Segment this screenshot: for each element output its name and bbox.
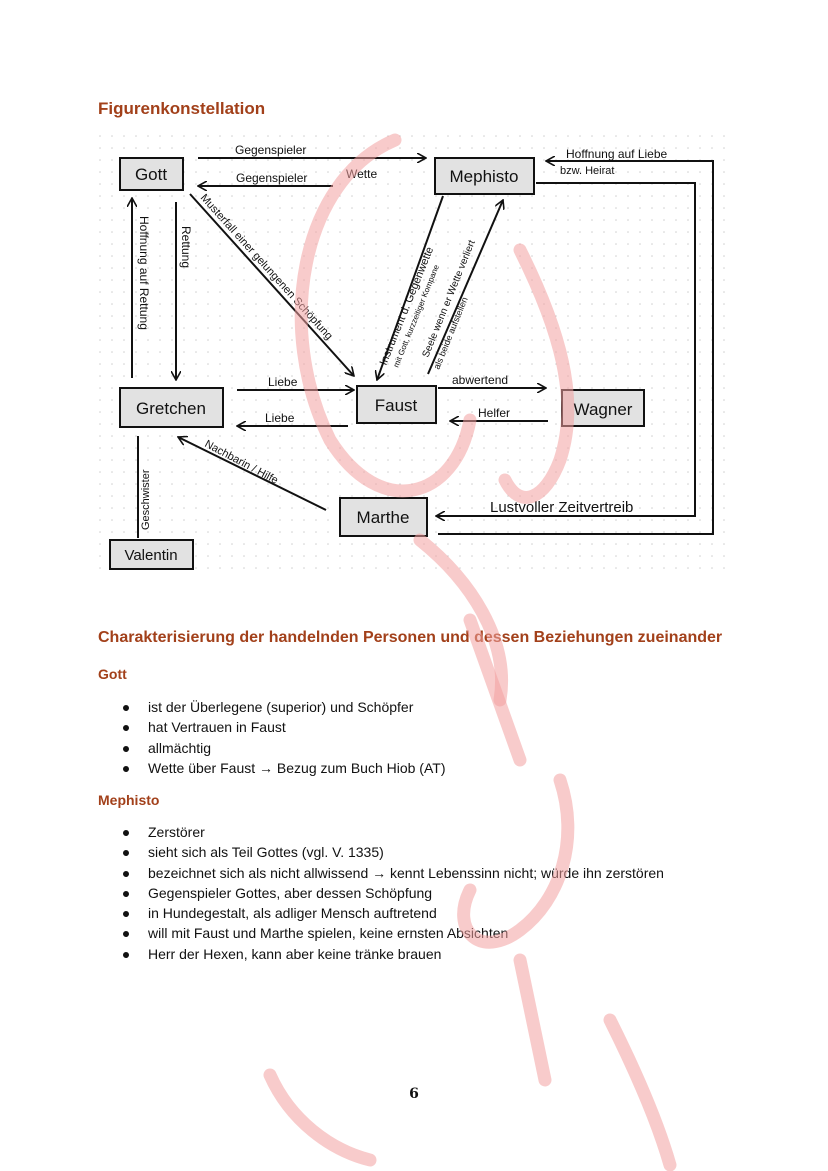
constellation-heading: Figurenkonstellation bbox=[98, 99, 266, 118]
label-wette: Wette bbox=[346, 167, 377, 181]
list-item: hat Vertrauen in Faust bbox=[123, 717, 446, 737]
node-wagner: Wagner bbox=[561, 389, 645, 427]
svg-text:Gretchen: Gretchen bbox=[136, 399, 206, 418]
list-item: ist der Überlegene (superior) und Schöpf… bbox=[123, 697, 446, 717]
list-item: bezeichnet sich als nicht allwissend → k… bbox=[123, 863, 664, 883]
node-marthe: Marthe bbox=[339, 497, 428, 537]
label-geschwister: Geschwister bbox=[140, 469, 152, 530]
mephisto-list: Zerstörer sieht sich als Teil Gottes (vg… bbox=[123, 822, 664, 964]
characterization-heading: Charakterisierung der handelnden Persone… bbox=[98, 629, 723, 646]
label-gegenspieler-top: Gegenspieler bbox=[235, 143, 306, 157]
list-item: Herr der Hexen, kann aber keine tränke b… bbox=[123, 944, 664, 964]
label-gegenspieler-bottom: Gegenspieler bbox=[236, 171, 307, 185]
label-hoffnung-rettung: Hoffnung auf Rettung bbox=[137, 216, 151, 330]
edge-marthe-mephisto bbox=[438, 161, 714, 535]
page-number: 6 bbox=[409, 1086, 419, 1102]
svg-text:Wagner: Wagner bbox=[574, 400, 633, 419]
list-item: Zerstörer bbox=[123, 822, 664, 842]
label-helfer: Helfer bbox=[478, 406, 510, 420]
label-liebe-bottom: Liebe bbox=[265, 411, 295, 425]
label-liebe-top: Liebe bbox=[268, 375, 298, 389]
character-constellation-diagram: Gott Mephisto Gretchen Faust Wagner Mart… bbox=[98, 134, 730, 574]
node-faust: Faust bbox=[356, 385, 437, 424]
edge-mephisto-marthe bbox=[436, 182, 696, 516]
list-item: Wette über Faust → Bezug zum Buch Hiob (… bbox=[123, 758, 446, 778]
section-title-mephisto: Mephisto bbox=[98, 792, 160, 808]
label-rettung: Rettung bbox=[179, 226, 193, 268]
svg-text:Faust: Faust bbox=[375, 396, 418, 415]
node-valentin: Valentin bbox=[109, 539, 194, 570]
label-hoffnung-liebe-1: Hoffnung auf Liebe bbox=[566, 147, 668, 161]
gott-list: ist der Überlegene (superior) und Schöpf… bbox=[123, 697, 446, 778]
list-item: in Hundegestalt, als adliger Mensch auft… bbox=[123, 903, 664, 923]
svg-text:Gott: Gott bbox=[135, 165, 167, 184]
node-mephisto: Mephisto bbox=[434, 157, 535, 195]
edge-marthe-gretchen bbox=[178, 437, 327, 511]
label-abwertend: abwertend bbox=[452, 373, 508, 387]
list-item: Gegenspieler Gottes, aber dessen Schöpfu… bbox=[123, 883, 664, 903]
list-item: will mit Faust und Marthe spielen, keine… bbox=[123, 923, 664, 943]
list-item: sieht sich als Teil Gottes (vgl. V. 1335… bbox=[123, 842, 664, 862]
node-gretchen: Gretchen bbox=[119, 387, 224, 428]
svg-text:Valentin: Valentin bbox=[124, 547, 177, 564]
svg-text:Mephisto: Mephisto bbox=[450, 167, 519, 186]
node-gott: Gott bbox=[119, 157, 184, 191]
label-hoffnung-liebe-2: bzw. Heirat bbox=[560, 165, 614, 177]
svg-text:Marthe: Marthe bbox=[357, 508, 410, 527]
list-item: allmächtig bbox=[123, 738, 446, 758]
label-zeitvertreib: Lustvoller Zeitvertreib bbox=[490, 499, 633, 516]
section-title-gott: Gott bbox=[98, 666, 127, 682]
